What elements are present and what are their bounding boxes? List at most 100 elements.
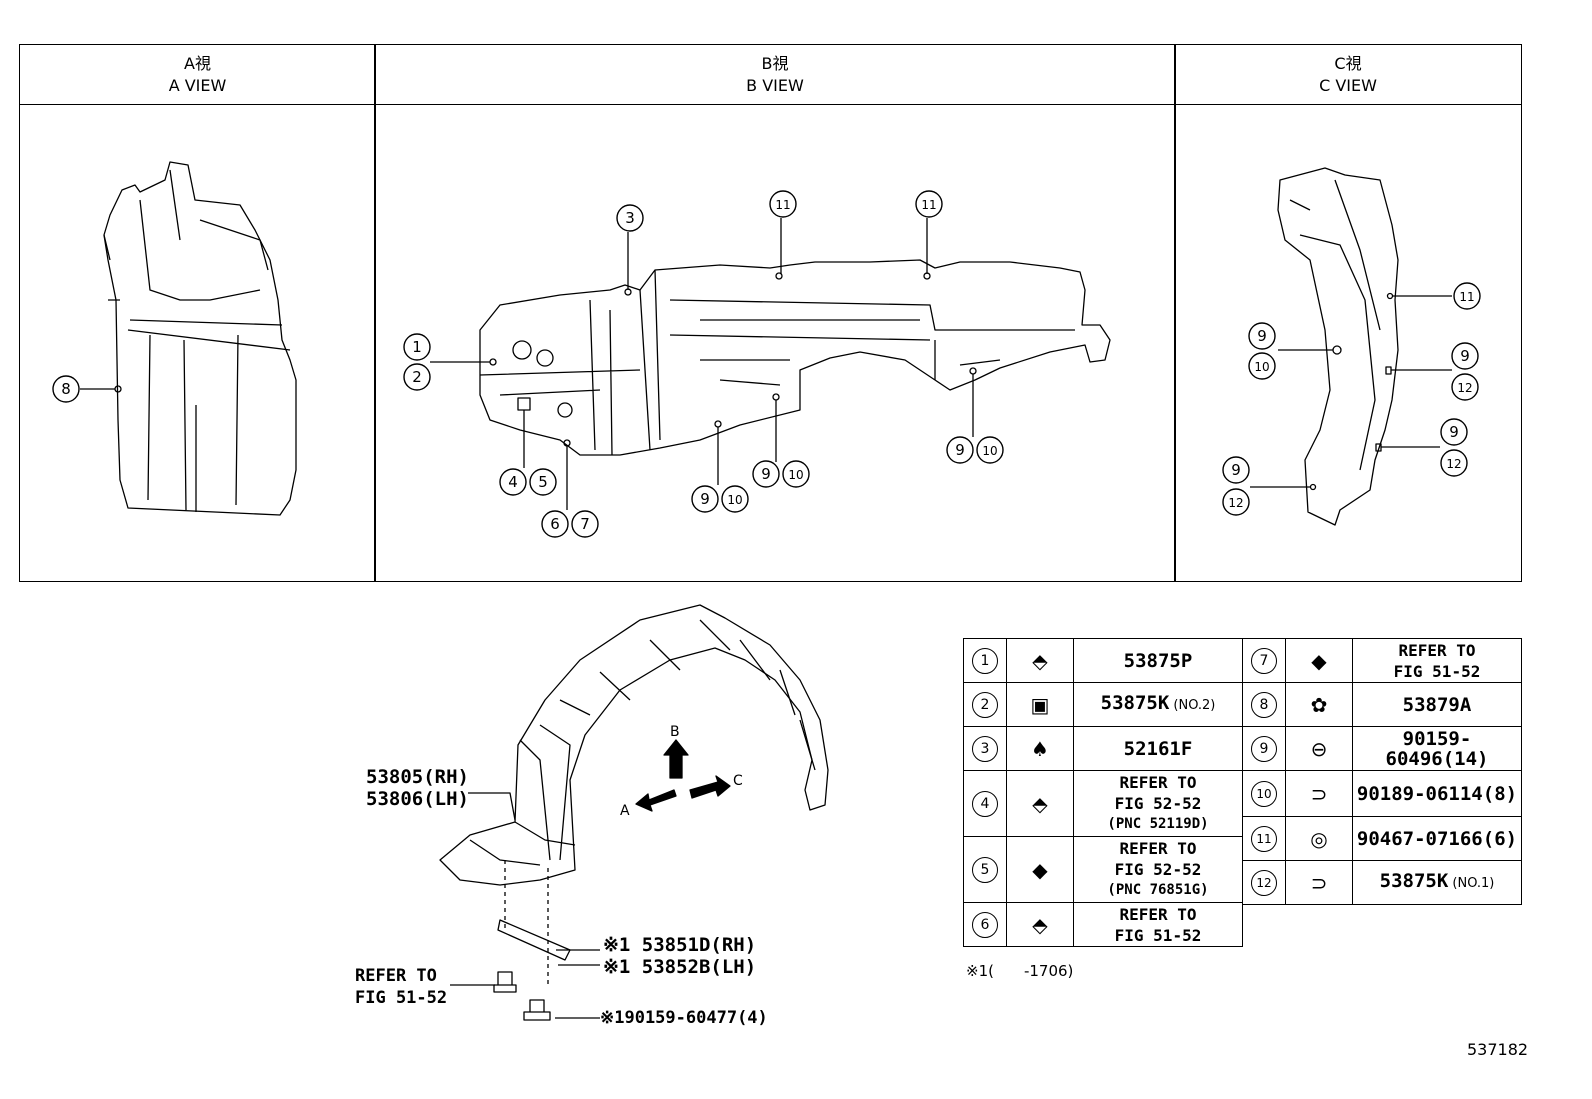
seal-lh-label: ※1 53852B(LH) bbox=[603, 956, 757, 978]
svg-text:9: 9 bbox=[1257, 327, 1267, 345]
legend-number: 3 bbox=[963, 726, 1007, 771]
callout-12: 12 bbox=[1451, 373, 1479, 401]
view-a-title-en: A VIEW bbox=[168, 76, 227, 95]
view-c-title-jp: C視 bbox=[1334, 54, 1362, 73]
view-a-panel: A視 A VIEW bbox=[19, 44, 376, 582]
direction-c-label: C bbox=[733, 773, 743, 789]
legend-number: 12 bbox=[1242, 860, 1286, 905]
callout-12: 12 bbox=[1440, 449, 1468, 477]
callout-7: 7 bbox=[571, 510, 599, 538]
callout-9: 9 bbox=[691, 485, 719, 513]
svg-text:9: 9 bbox=[700, 490, 710, 508]
legend-part-number: 53879A bbox=[1352, 682, 1522, 727]
legend-row-11: 11◎90467-07166(6) bbox=[1242, 816, 1522, 861]
refer-label-line1: REFER TO bbox=[355, 966, 437, 986]
legend-row-1: 1⬘53875P bbox=[963, 638, 1243, 683]
legend-row-10: 10⊃90189-06114(8) bbox=[1242, 770, 1522, 817]
legend-part-number: 53875K (NO.2) bbox=[1073, 682, 1243, 727]
callout-9: 9 bbox=[946, 436, 974, 464]
svg-text:9: 9 bbox=[761, 465, 771, 483]
view-b-title-en: B VIEW bbox=[746, 76, 804, 95]
fastener-icon: ⬘ bbox=[1006, 638, 1074, 683]
svg-text:9: 9 bbox=[1449, 423, 1459, 441]
legend-number: 5 bbox=[963, 836, 1007, 903]
svg-text:9: 9 bbox=[1231, 461, 1241, 479]
svg-text:9: 9 bbox=[1460, 347, 1470, 365]
svg-text:10: 10 bbox=[982, 444, 997, 458]
fastener-icon: ▣ bbox=[1006, 682, 1074, 727]
svg-text:4: 4 bbox=[508, 473, 518, 491]
view-c-header: C視 C VIEW bbox=[1175, 45, 1521, 105]
callout-11: 11 bbox=[915, 190, 943, 218]
callout-6: 6 bbox=[541, 510, 569, 538]
screw-label: ※190159-60477(4) bbox=[600, 1008, 768, 1028]
callout-11: 11 bbox=[769, 190, 797, 218]
svg-text:11: 11 bbox=[775, 198, 790, 212]
legend-part-number: 90467-07166(6) bbox=[1352, 816, 1522, 861]
fastener-icon: ◆ bbox=[1006, 836, 1074, 903]
callout-10: 10 bbox=[721, 485, 749, 513]
direction-a-label: A bbox=[620, 803, 630, 819]
svg-text:12: 12 bbox=[1446, 457, 1461, 471]
view-c-title-en: C VIEW bbox=[1319, 76, 1377, 95]
callout-10: 10 bbox=[782, 460, 810, 488]
direction-arrows bbox=[635, 739, 731, 812]
legend-number: 11 bbox=[1242, 816, 1286, 861]
fastener-icon: ◎ bbox=[1285, 816, 1353, 861]
callout-9: 9 bbox=[1451, 342, 1479, 370]
figure-number: 537182 bbox=[1467, 1040, 1529, 1059]
fender-liner-assembly-drawing bbox=[439, 604, 829, 1021]
view-a-header: A視 A VIEW bbox=[20, 45, 375, 105]
footnote: ※1( -1706) bbox=[966, 962, 1074, 980]
callout-10: 10 bbox=[1248, 352, 1276, 380]
callout-11: 11 bbox=[1453, 282, 1481, 310]
view-a-title-jp: A視 bbox=[184, 54, 211, 73]
callout-9: 9 bbox=[1222, 456, 1250, 484]
callout-9: 9 bbox=[1440, 418, 1468, 446]
legend-row-3: 3♠52161F bbox=[963, 726, 1243, 771]
legend-number: 4 bbox=[963, 770, 1007, 837]
fastener-icon: ⊃ bbox=[1285, 860, 1353, 905]
callout-5: 5 bbox=[529, 468, 557, 496]
fastener-icon: ⊖ bbox=[1285, 726, 1353, 771]
refer-label-line2: FIG 51-52 bbox=[355, 988, 448, 1008]
c-view-liner-drawing bbox=[1250, 167, 1452, 526]
fastener-icon: ⬘ bbox=[1006, 770, 1074, 837]
legend-part-number: 53875P bbox=[1073, 638, 1243, 683]
legend-number: 1 bbox=[963, 638, 1007, 683]
callout-10: 10 bbox=[976, 436, 1004, 464]
legend-number: 2 bbox=[963, 682, 1007, 727]
svg-text:9: 9 bbox=[955, 441, 965, 459]
callout-4: 4 bbox=[499, 468, 527, 496]
fastener-icon: ⬘ bbox=[1006, 902, 1074, 947]
callout-8: 8 bbox=[52, 375, 80, 403]
svg-text:1: 1 bbox=[412, 338, 422, 356]
legend-part-number: 90159-60496(14) bbox=[1352, 726, 1522, 771]
callout-12: 12 bbox=[1222, 488, 1250, 516]
legend-number: 9 bbox=[1242, 726, 1286, 771]
liner-rh-label: 53805(RH) bbox=[366, 766, 469, 788]
fastener-icon: ✿ bbox=[1285, 682, 1353, 727]
legend-row-12: 12⊃53875K (NO.1) bbox=[1242, 860, 1522, 905]
svg-text:5: 5 bbox=[538, 473, 548, 491]
svg-text:2: 2 bbox=[412, 368, 422, 386]
legend-row-2: 2▣53875K (NO.2) bbox=[963, 682, 1243, 727]
view-c-panel: C視 C VIEW bbox=[1174, 44, 1522, 582]
legend-number: 8 bbox=[1242, 682, 1286, 727]
legend-number: 10 bbox=[1242, 770, 1286, 817]
svg-text:6: 6 bbox=[550, 515, 560, 533]
view-b-header: B視 B VIEW bbox=[375, 45, 1175, 105]
svg-text:11: 11 bbox=[1459, 290, 1474, 304]
callout-9: 9 bbox=[752, 460, 780, 488]
